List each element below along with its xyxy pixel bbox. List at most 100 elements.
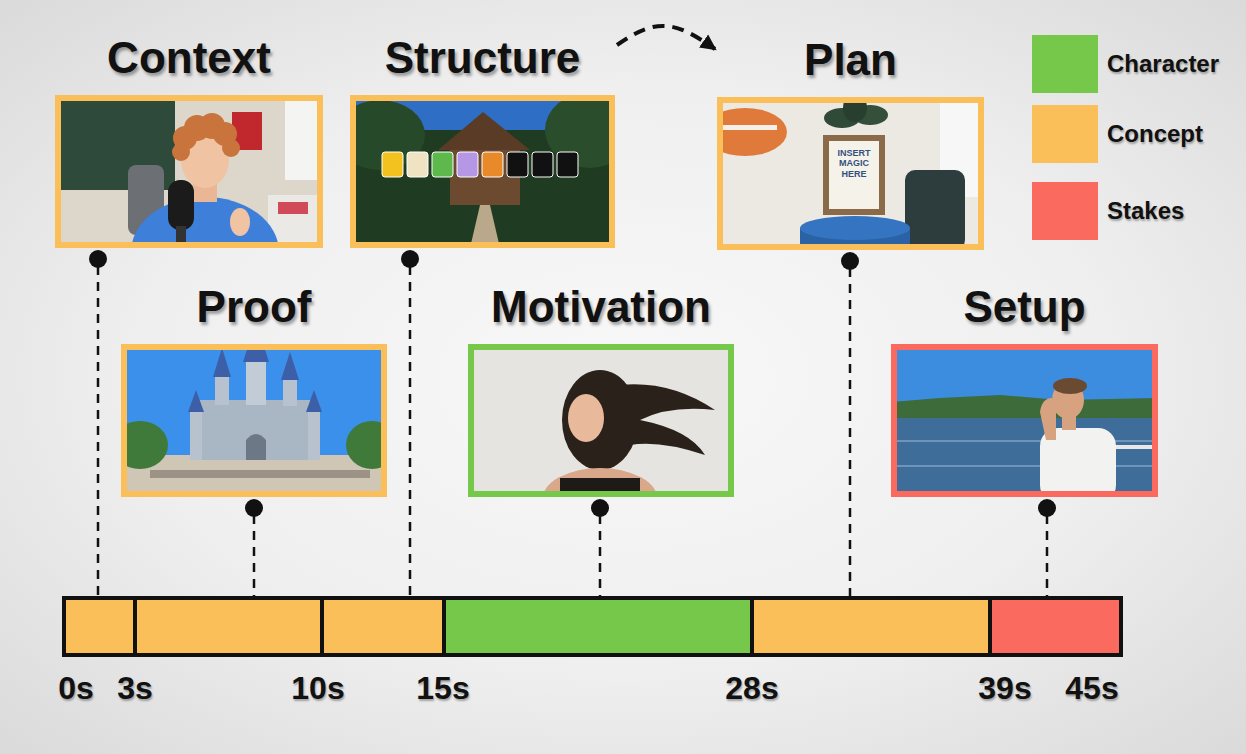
timeline-card: Plan <box>717 35 984 250</box>
card-heading: Setup <box>891 282 1158 332</box>
tree <box>121 421 168 469</box>
photo-frame <box>468 344 734 497</box>
timeline-segment <box>135 598 322 655</box>
shelf-item <box>278 202 308 214</box>
roof <box>306 390 322 412</box>
ripple <box>891 465 1158 467</box>
leader-dot <box>401 250 419 268</box>
timeline-card: Proof <box>121 282 387 497</box>
timeline-bar <box>64 598 1121 655</box>
far-trees <box>891 395 1158 420</box>
tower <box>215 375 229 405</box>
app-icon <box>407 152 428 177</box>
tree <box>346 421 387 469</box>
time-tick: 28s <box>725 668 778 708</box>
photo-frame <box>55 95 323 248</box>
leader-dot <box>591 499 609 517</box>
wall <box>55 95 323 248</box>
motivation-photo <box>468 344 734 497</box>
ripple <box>891 440 1158 442</box>
legend-text: Concept <box>1107 120 1203 148</box>
legend-text: Character <box>1107 50 1219 78</box>
card-heading: Structure <box>350 33 615 83</box>
legend-text: Stakes <box>1107 197 1184 225</box>
roof <box>188 390 204 412</box>
leader-line <box>409 266 412 598</box>
pillow <box>717 108 787 156</box>
stool-top <box>800 216 910 240</box>
timeline-segment <box>64 598 135 655</box>
leader-dots <box>89 250 1056 517</box>
legend-swatch <box>1032 105 1098 163</box>
timeline-card: Context <box>55 33 323 248</box>
hand <box>230 208 250 236</box>
tower <box>283 378 297 406</box>
picture-card <box>829 141 879 209</box>
hair-flow <box>620 384 715 455</box>
sky <box>891 344 1158 497</box>
hair <box>172 143 190 161</box>
app-icon <box>507 152 528 177</box>
arm <box>1040 398 1056 440</box>
app-icon <box>532 152 553 177</box>
roof <box>213 348 231 377</box>
object <box>905 170 965 250</box>
photo-frame <box>891 344 1158 497</box>
leader-line <box>849 268 852 598</box>
timeline-segment <box>444 598 752 655</box>
dashed-arrow <box>617 26 715 49</box>
app-icon <box>557 152 578 177</box>
plan-photo <box>717 97 984 250</box>
app-icon <box>382 152 403 177</box>
timeline-card: Motivation <box>468 282 734 497</box>
card-heading: Context <box>55 33 323 83</box>
structure-photo <box>350 95 615 248</box>
shirt <box>131 197 279 248</box>
ground <box>121 455 387 497</box>
leader-line <box>97 266 100 598</box>
tower <box>308 410 320 460</box>
leader-line <box>599 515 602 598</box>
castle <box>200 400 310 460</box>
proof-photo <box>121 344 387 497</box>
time-tick: 45s <box>1065 668 1118 708</box>
time-tick: 3s <box>117 668 153 708</box>
time-tick: 39s <box>978 668 1031 708</box>
time-tick: 10s <box>291 668 344 708</box>
timeline-segment <box>322 598 444 655</box>
timeline-segment <box>752 598 990 655</box>
archway <box>246 434 266 460</box>
sky <box>121 344 387 497</box>
photo-text: INSERT MAGIC HERE <box>831 148 877 179</box>
roof <box>281 352 299 380</box>
tower <box>246 360 266 405</box>
picture-frame <box>823 135 885 215</box>
pillow-stripe <box>717 125 777 130</box>
app-icon <box>482 152 503 177</box>
water <box>891 418 1158 497</box>
tree <box>545 95 615 168</box>
path <box>470 205 500 248</box>
timeline-card: Structure <box>350 33 615 248</box>
context-photo <box>55 95 323 248</box>
card-heading: Proof <box>121 282 387 332</box>
timeline-segment <box>990 598 1121 655</box>
app-icon <box>432 152 453 177</box>
photo-frame <box>121 344 387 497</box>
tower <box>190 410 202 460</box>
leader-line <box>1046 515 1049 598</box>
roof <box>438 112 530 150</box>
app-icon <box>457 152 478 177</box>
leader-dot <box>245 499 263 517</box>
hair <box>222 139 240 157</box>
time-tick: 15s <box>416 668 469 708</box>
timeline-card: Setup <box>891 282 1158 497</box>
leader-dot <box>1038 499 1056 517</box>
photo-frame <box>350 95 615 248</box>
microphone <box>168 180 194 230</box>
legend-swatch <box>1032 182 1098 240</box>
face <box>568 394 604 442</box>
setup-photo <box>891 344 1158 497</box>
leader-lines <box>98 266 1047 598</box>
crowd <box>150 470 370 478</box>
